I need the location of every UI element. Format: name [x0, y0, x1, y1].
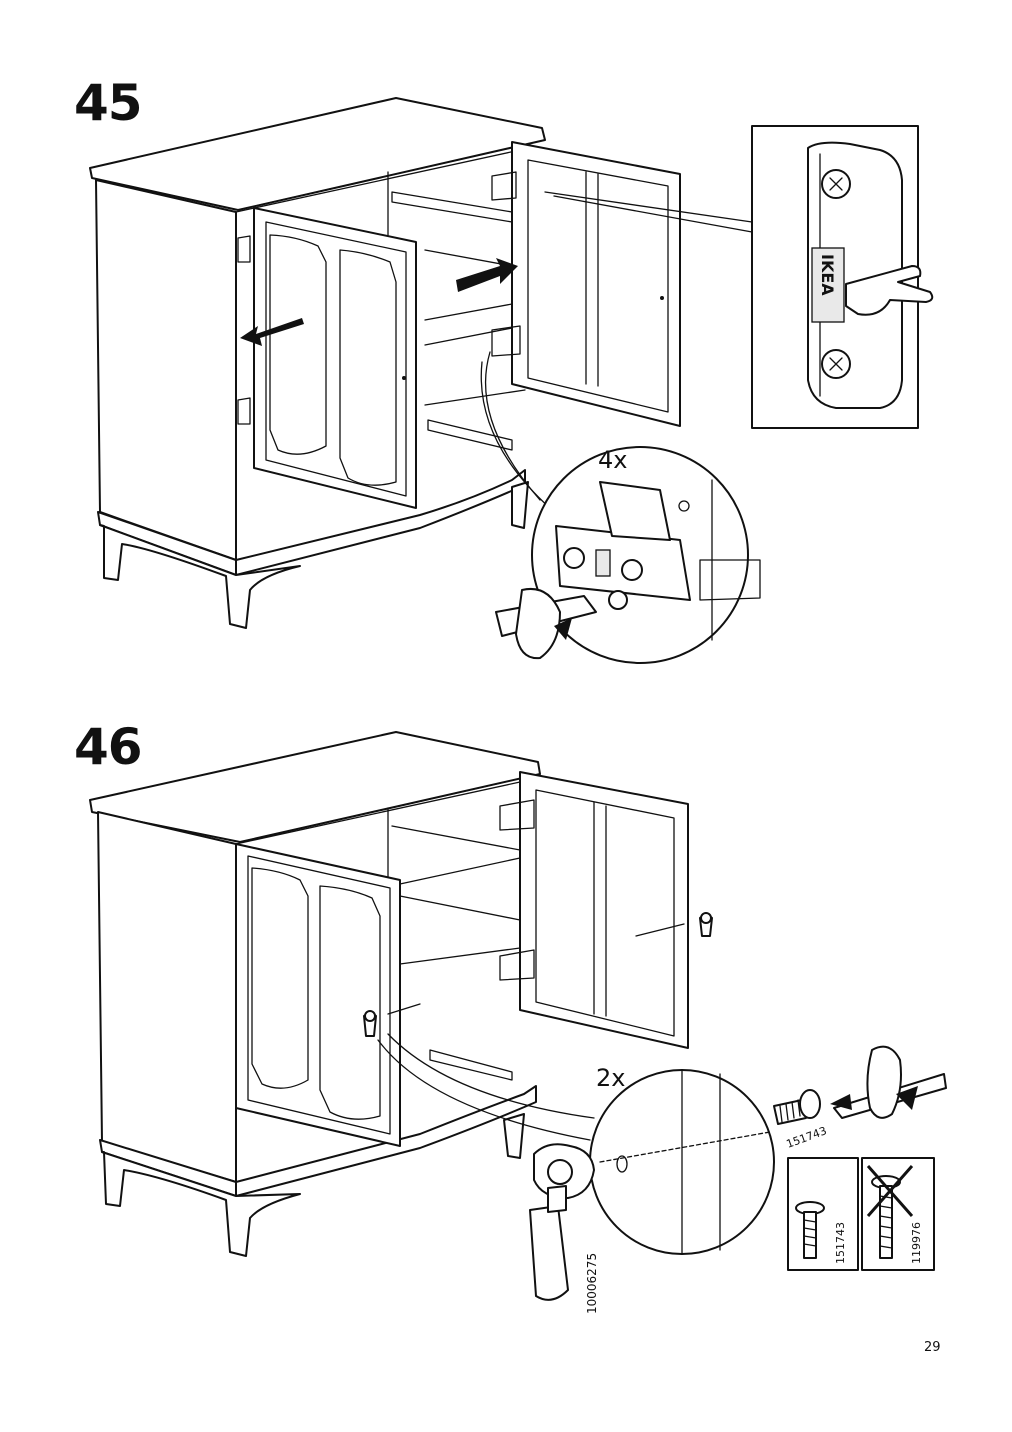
step-45-number: 45	[74, 74, 143, 132]
screw-correct-box: 151743	[787, 1157, 859, 1271]
ikea-brand-label: IKEA	[818, 254, 837, 296]
screw-wrong-box: 119976	[861, 1157, 935, 1271]
screw-part-number: 151743	[785, 1124, 829, 1151]
step-45-quantity: 4x	[598, 446, 627, 474]
wrong-screw-part-number: 119976	[910, 1222, 923, 1264]
step-46-number: 46	[74, 718, 143, 776]
step-45-detail-box: IKEA	[544, 125, 934, 429]
page-number: 29	[924, 1340, 941, 1355]
handle-part-number: 10006275	[585, 1253, 599, 1314]
step-46-cabinet	[89, 731, 713, 1257]
step-46-handle-detail: 10006275 2x 151743	[377, 1033, 947, 1314]
step-45-hinge-detail: 4x	[480, 351, 761, 664]
step-45-cabinet	[89, 97, 681, 629]
step-46-quantity: 2x	[596, 1064, 625, 1092]
correct-screw-part-number: 151743	[834, 1222, 847, 1264]
